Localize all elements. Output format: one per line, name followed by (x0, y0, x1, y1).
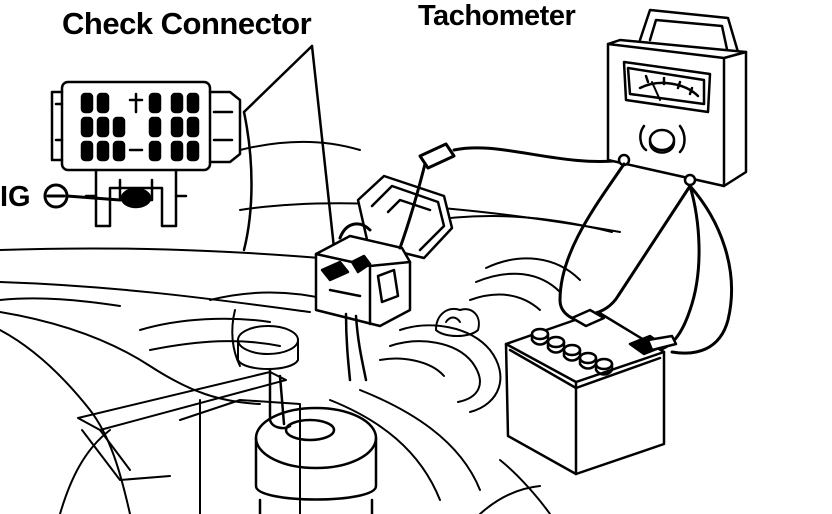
battery (506, 310, 676, 474)
leader-line-connector (312, 46, 334, 248)
minus-circle-icon (45, 185, 120, 207)
connector-terminals (82, 94, 198, 160)
distributor-cap (256, 370, 376, 514)
check-connector-inset (52, 46, 334, 250)
tachometer-lead-probe (400, 144, 624, 248)
tachometer-label: Tachometer (418, 0, 576, 32)
connector-in-bay (316, 176, 452, 380)
ig-terminal-label: IG (0, 181, 31, 213)
battery-cell-caps (532, 329, 612, 375)
check-connector-label: Check Connector (62, 6, 312, 41)
arm-outline (0, 142, 360, 312)
engine-bay (0, 203, 620, 514)
leader-line-inset (244, 46, 312, 112)
tachometer (608, 10, 746, 186)
